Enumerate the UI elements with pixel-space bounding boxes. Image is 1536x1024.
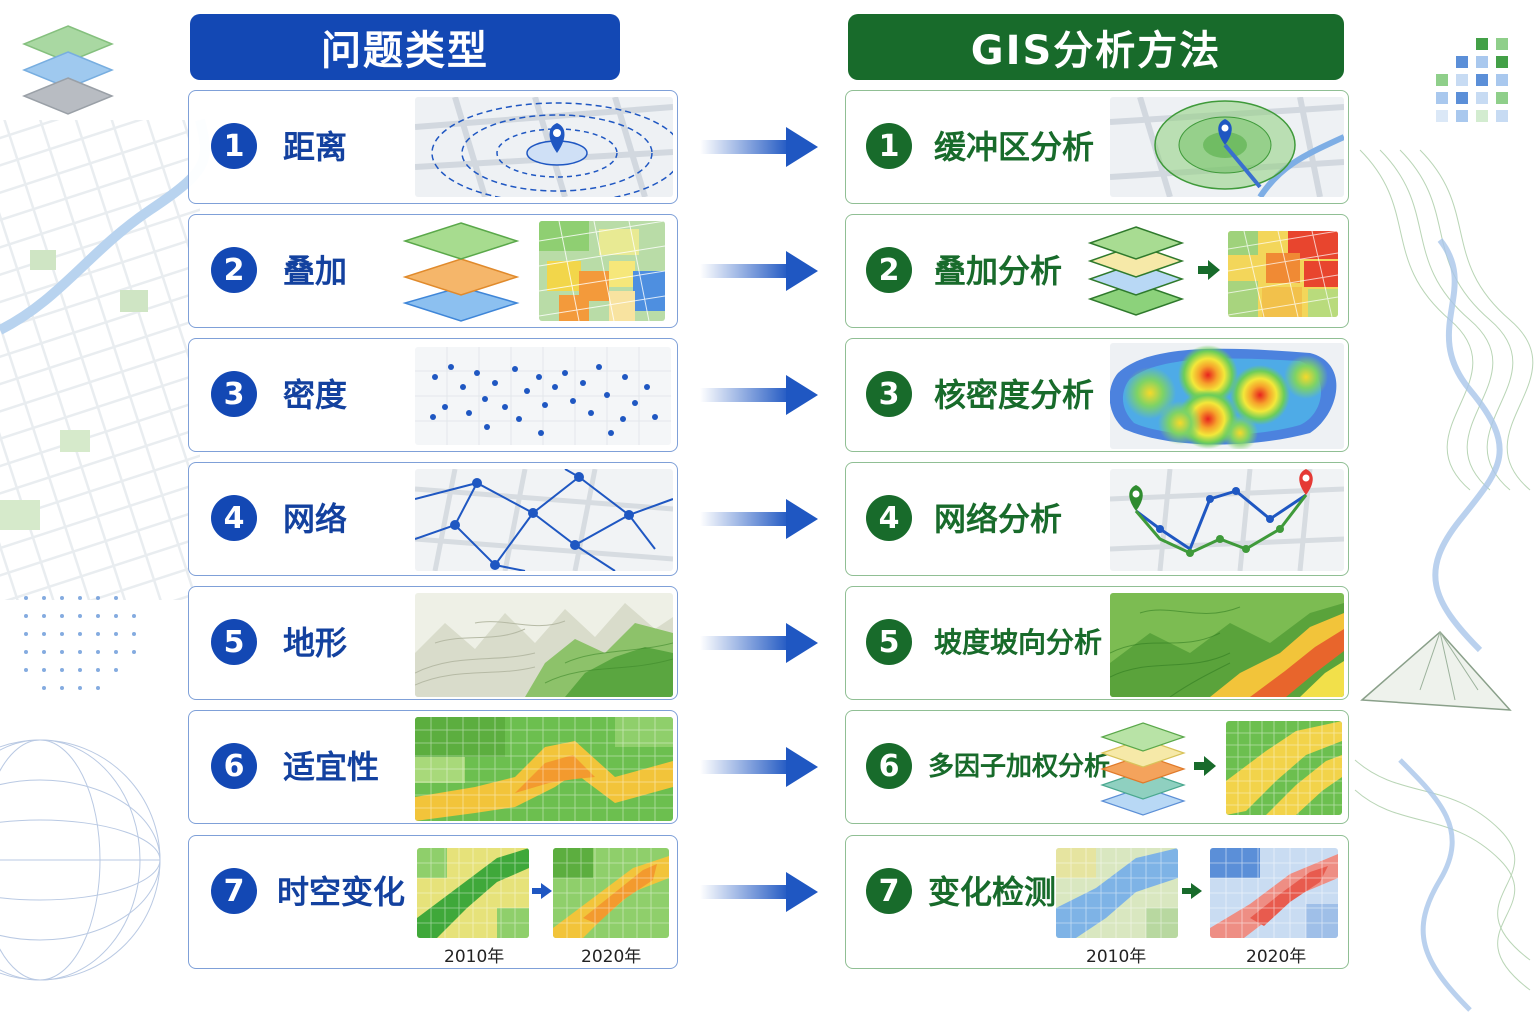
method-card-buffer: 1 缓冲区分析: [845, 90, 1349, 204]
overlay-analysis-result: [1228, 231, 1338, 317]
change-map-2020: [1210, 848, 1338, 938]
year-label: 2020年: [1246, 947, 1307, 967]
layers-icon: [1100, 715, 1186, 821]
number-badge: 6: [211, 743, 257, 789]
right-arrow-icon: [1180, 880, 1204, 902]
method-label: 坡度坡向分析: [934, 626, 1103, 659]
layers-icon: [399, 219, 523, 325]
slope-aspect-illustration: [1110, 593, 1344, 697]
problem-label: 网络: [283, 500, 348, 538]
number-badge: 4: [866, 495, 912, 541]
problem-card-distance: 1 距离: [188, 90, 678, 204]
right-arrow-icon: [531, 880, 553, 902]
problem-label: 适宜性: [283, 748, 380, 786]
gis-method-header: GIS分析方法: [848, 14, 1344, 80]
method-label: 叠加分析: [934, 252, 1063, 290]
method-card-kernel-density: 3 核密度分析: [845, 338, 1349, 452]
right-arrow-icon: [1196, 257, 1222, 283]
network-graph-illustration: [415, 469, 673, 571]
map-2010-illustration: [417, 848, 529, 938]
terrain-illustration: [415, 593, 673, 697]
method-label: 缓冲区分析: [934, 128, 1095, 166]
problem-card-network: 4 网络: [188, 462, 678, 576]
density-points-illustration: [415, 347, 671, 445]
problem-type-header: 问题类型: [190, 14, 620, 80]
number-badge: 1: [211, 123, 257, 169]
kernel-density-heatmap: [1110, 343, 1344, 449]
problem-label: 地形: [283, 624, 348, 662]
method-label: 多因子加权分析: [928, 752, 1111, 782]
change-map-2010: [1056, 848, 1178, 938]
method-card-slope-aspect: 5 坡度坡向分析: [845, 586, 1349, 700]
layers-icon: [22, 25, 114, 115]
problem-card-overlay: 2 叠加: [188, 214, 678, 328]
buffer-illustration: [1110, 97, 1344, 197]
method-card-change-detection: 7 变化检测 2010年 2020年: [845, 835, 1349, 969]
problem-card-density: 3 密度: [188, 338, 678, 452]
problem-label: 距离: [283, 128, 348, 166]
problem-card-terrain: 5 地形: [188, 586, 678, 700]
number-badge: 5: [866, 619, 912, 665]
suitability-grid-illustration: [415, 717, 673, 821]
right-arrow-icon: [700, 249, 820, 293]
method-label: 网络分析: [934, 500, 1063, 538]
right-arrow-icon: [700, 870, 820, 914]
problem-label: 叠加: [283, 252, 348, 290]
right-arrow-icon: [700, 745, 820, 789]
problem-card-suitability: 6 适宜性: [188, 710, 678, 824]
number-badge: 2: [866, 247, 912, 293]
year-label: 2020年: [581, 947, 642, 967]
method-label: 变化检测: [928, 873, 1057, 911]
method-card-network-analysis: 4 网络分析: [845, 462, 1349, 576]
method-card-weighted-overlay: 6 多因子加权分析: [845, 710, 1349, 824]
right-arrow-icon: [700, 125, 820, 169]
number-badge: 5: [211, 619, 257, 665]
number-badge: 3: [211, 371, 257, 417]
number-badge: 6: [866, 743, 912, 789]
method-label: 核密度分析: [934, 376, 1095, 414]
problem-label: 时空变化: [277, 873, 406, 911]
network-route-illustration: [1110, 469, 1344, 571]
problem-label: 密度: [283, 376, 348, 414]
number-badge: 3: [866, 371, 912, 417]
right-arrow-icon: [700, 621, 820, 665]
number-badge: 7: [211, 868, 257, 914]
location-pin-icon: [549, 123, 565, 153]
right-arrow-icon: [700, 373, 820, 417]
right-arrow-icon: [1192, 753, 1218, 779]
map-2020-illustration: [553, 848, 669, 938]
number-badge: 4: [211, 495, 257, 541]
right-arrow-icon: [700, 497, 820, 541]
number-badge: 2: [211, 247, 257, 293]
problem-card-spatiotemporal: 7 时空变化 2010年 2020年: [188, 835, 678, 969]
year-label: 2010年: [1086, 947, 1147, 967]
number-badge: 7: [866, 868, 912, 914]
weighted-result-illustration: [1226, 721, 1342, 815]
method-card-overlay-analysis: 2 叠加分析: [845, 214, 1349, 328]
year-label: 2010年: [444, 947, 505, 967]
layers-icon: [1086, 225, 1192, 319]
distance-illustration: [415, 97, 673, 197]
grid-blocks-icon: [1436, 38, 1508, 122]
number-badge: 1: [866, 123, 912, 169]
overlay-result-illustration: [539, 221, 665, 321]
